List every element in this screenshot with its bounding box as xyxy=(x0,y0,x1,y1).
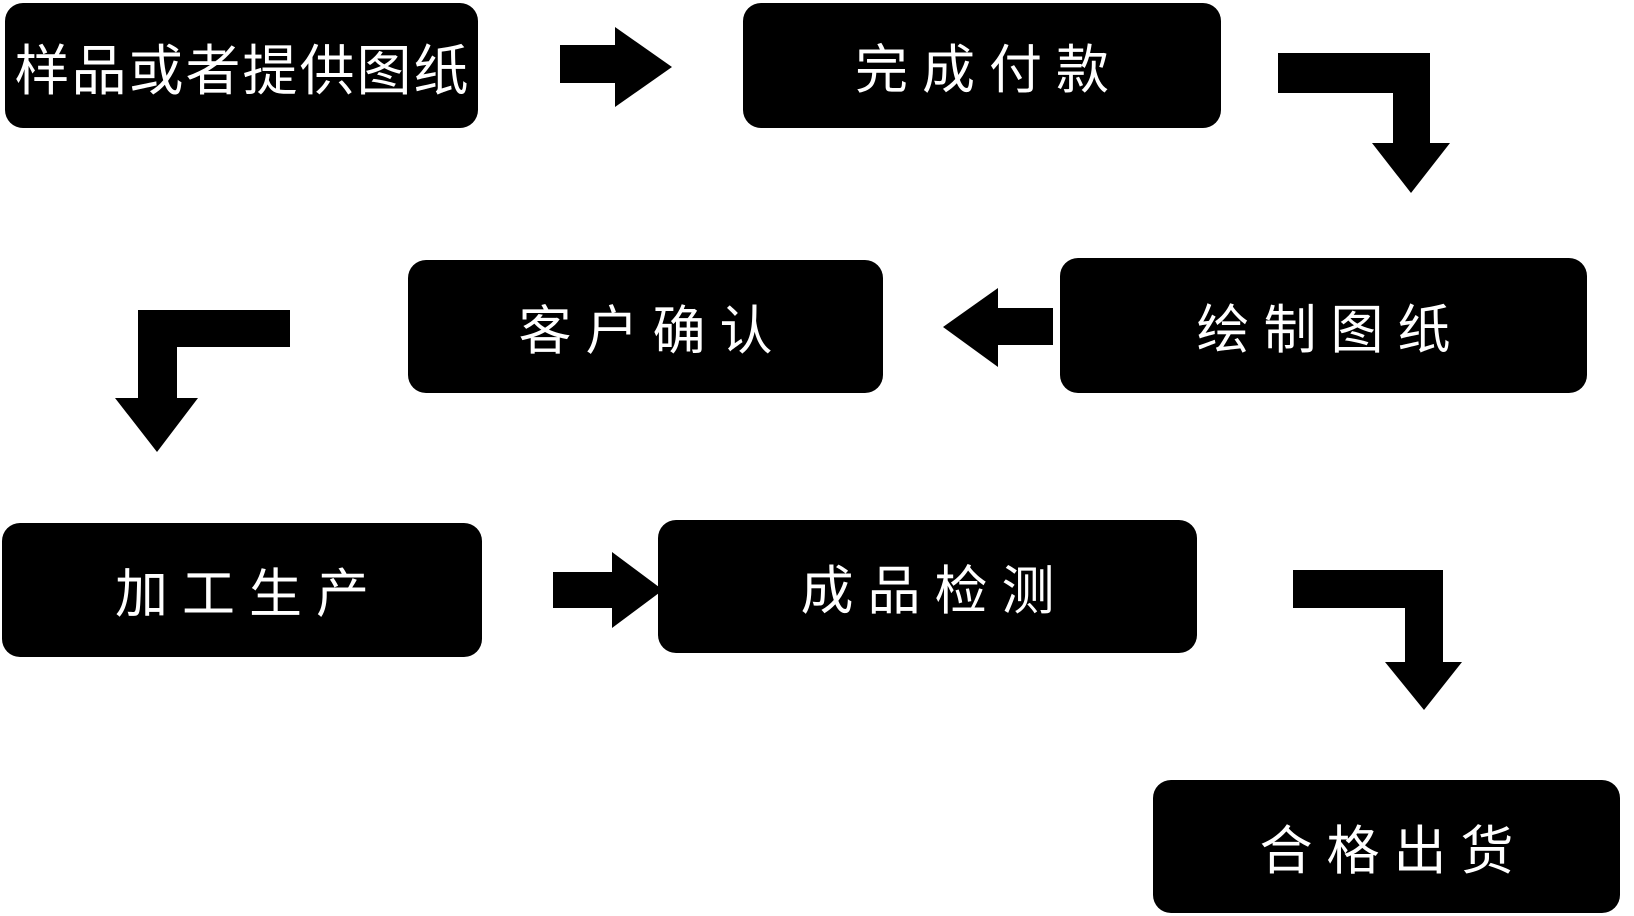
arrow-production-to-inspection-icon xyxy=(553,552,663,628)
flow-node-sample-or-drawing: 样品或者提供图纸 xyxy=(5,3,478,128)
arrow-sample-to-payment-icon xyxy=(560,27,672,107)
flow-node-complete-payment: 完成付款 xyxy=(743,3,1221,128)
flow-node-customer-confirm: 客户确认 xyxy=(408,260,883,393)
arrow-confirm-to-production-icon xyxy=(115,310,290,452)
flow-node-label: 样品或者提供图纸 xyxy=(14,39,471,102)
flow-node-label: 成品检测 xyxy=(800,561,1069,621)
flow-node-product-inspection: 成品检测 xyxy=(658,520,1197,653)
flow-node-draw-drawings: 绘制图纸 xyxy=(1060,258,1587,393)
flow-node-processing-production: 加工生产 xyxy=(2,523,482,657)
flow-node-label: 合格出货 xyxy=(1259,821,1528,881)
flow-node-label: 客户确认 xyxy=(518,301,787,361)
flow-node-label: 绘制图纸 xyxy=(1196,300,1465,360)
flow-node-qualified-shipment: 合格出货 xyxy=(1153,780,1620,913)
arrow-inspection-to-shipment-icon xyxy=(1293,570,1462,710)
arrow-drawing-to-confirm-icon xyxy=(943,288,1053,367)
flow-node-label: 完成付款 xyxy=(855,40,1123,100)
flow-node-label: 加工生产 xyxy=(115,565,383,624)
arrow-payment-to-drawing-icon xyxy=(1278,53,1450,193)
